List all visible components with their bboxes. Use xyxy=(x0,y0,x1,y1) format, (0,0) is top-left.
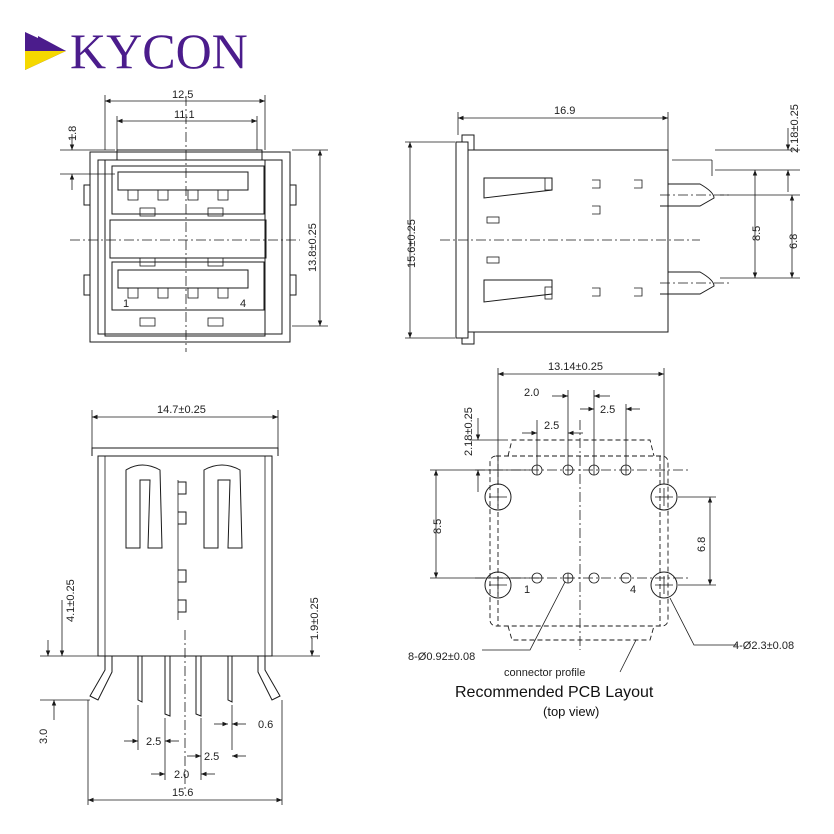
side-view: 16.9 15.6±0.25 2.18±0.25 8.5 6.8 xyxy=(405,104,801,345)
side-dim-pitch: 8.5 xyxy=(751,226,763,241)
front-dim-top: 1.8 xyxy=(67,126,79,141)
pcb-dim-pitch-top: 2.0 xyxy=(524,387,539,399)
front-dim-inner: 11.1 xyxy=(174,109,195,121)
front-dim-height: 13.8±0.25 xyxy=(307,223,319,272)
side-dim-height: 15.6±0.25 xyxy=(406,219,418,268)
bottom-dim-overall: 15.6 xyxy=(172,787,193,799)
bottom-dim-pin-width: 0.6 xyxy=(258,719,273,731)
logo-wordmark: KYCON xyxy=(70,23,248,79)
logo-triangle-yellow xyxy=(25,51,66,70)
pcb-pin-first: 1 xyxy=(524,584,530,596)
pcb-dim-peg: 6.8 xyxy=(696,537,708,552)
pcb-dim-row: 8.5 xyxy=(432,519,444,534)
side-dim-offset: 2.18±0.25 xyxy=(789,104,801,153)
pcb-signal-holes xyxy=(531,464,632,584)
bottom-dim-lead: 3.0 xyxy=(38,729,50,744)
side-dim-peg: 6.8 xyxy=(788,234,800,249)
bottom-dim-pitch-a: 2.5 xyxy=(146,736,161,748)
pcb-dim-offset: 2.18±0.25 xyxy=(463,407,475,456)
kycon-logo: KYCON xyxy=(25,23,248,79)
pcb-label-pegs: 4-Ø2.3±0.08 xyxy=(733,640,794,652)
front-view: 1 4 12.5 11.1 1.8 13.8±0.25 xyxy=(60,89,328,352)
bottom-dim-pitch-b: 2.5 xyxy=(204,751,219,763)
front-dim-width: 12.5 xyxy=(172,89,193,101)
pcb-label-holes: 8-Ø0.92±0.08 xyxy=(408,651,475,663)
pcb-layout-subtitle: (top view) xyxy=(543,704,599,719)
pcb-layout-title: Recommended PCB Layout xyxy=(455,684,654,701)
pcb-dim-pitch-top2: 2.5 xyxy=(600,404,615,416)
pcb-layout-view: 1 4 13.14±0.25 2.0 2.5 2.5 2.18±0.25 8.5… xyxy=(408,361,794,719)
bottom-dim-tail: 1.9±0.25 xyxy=(309,597,321,640)
pcb-dim-pitch-mid: 2.5 xyxy=(544,420,559,432)
bottom-dim-width: 14.7±0.25 xyxy=(157,404,206,416)
pcb-peg-holes xyxy=(484,483,678,599)
bottom-dim-standoff: 4.1±0.25 xyxy=(65,579,77,622)
bottom-view: 14.7±0.25 4.1±0.25 1.9±0.25 3.0 2.5 2.5 … xyxy=(38,404,321,805)
pcb-dim-width: 13.14±0.25 xyxy=(548,361,603,373)
pcb-pin-last: 4 xyxy=(630,584,636,596)
bottom-dim-center: 2.0 xyxy=(174,769,189,781)
front-pin-first: 1 xyxy=(123,298,129,310)
side-dim-depth: 16.9 xyxy=(554,105,575,117)
front-pin-last: 4 xyxy=(240,298,246,310)
pcb-label-profile: connector profile xyxy=(504,667,585,679)
